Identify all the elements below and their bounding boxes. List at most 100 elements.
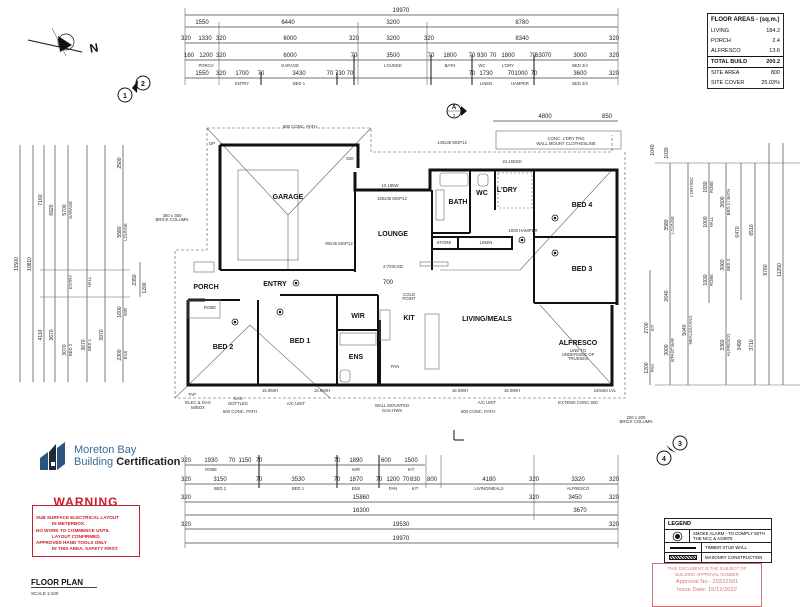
dims-top-1-1: 6440: [281, 20, 295, 26]
dims-left-labels-5: BED 1: [87, 338, 92, 351]
dims-bottom-labels-1-0: BED 2: [214, 486, 227, 491]
dims-left-5: 2500: [117, 157, 123, 168]
dims-bottom-1-9: 830: [410, 477, 421, 483]
warning-title: WARNING: [43, 496, 129, 508]
legend: LEGEND SMOKE ALARM - TO COMPLY WITH THE …: [664, 518, 772, 563]
floor-areas-rows-0-label: LIVING: [711, 28, 730, 34]
notes-lintel1: 190x35 MGP12: [377, 196, 407, 201]
dims-top-4-2: 1700: [235, 71, 249, 77]
dims-bottom-0-7: 600: [381, 458, 392, 464]
notes-beam7: 2-720CSD: [383, 264, 403, 269]
dims-bottom-0-6: 1890: [349, 458, 363, 464]
dims-bottom-1-5: 1870: [349, 477, 363, 483]
dims-top-4-7: 1730: [479, 71, 493, 77]
dims-top-3-12: 70: [530, 53, 537, 59]
dims-top-labels-0-5: L'DRY: [502, 63, 514, 68]
markers-elev2: 2: [141, 81, 145, 88]
room-ldry: L'DRY: [497, 187, 518, 194]
room-bed3: BED 3: [572, 266, 593, 273]
dims-left-2: 7160: [38, 194, 44, 205]
logo-line2a: Building: [74, 456, 117, 468]
dims-left-1: 10810: [27, 257, 33, 271]
notes-ac2: A/C UNIT: [478, 400, 497, 405]
dims-top-3-5: 3500: [386, 53, 400, 59]
masonry-wall-icon: [669, 555, 697, 560]
notes-dim-850: 850: [602, 114, 613, 120]
dims-top-2-1: 1330: [198, 36, 212, 42]
dims-right-17: 3710: [749, 339, 755, 350]
notes-cold-point: COLD: [403, 292, 415, 297]
dims-right-labels-7: MEALS/LIVING: [688, 315, 693, 344]
dims-top-2-2: 320: [216, 36, 227, 42]
dims-left-10: 3670: [81, 339, 87, 350]
room-ens: ENS: [349, 354, 364, 361]
warning-lines-2: NO WORK TO COMMENCE UNTIL: [36, 527, 110, 533]
floor-areas-rows-2-value: 13.6: [769, 48, 780, 54]
section-marker-a: A 3: [446, 103, 467, 441]
dims-bottom-labels-0-1: WIR: [352, 467, 360, 472]
floor-areas-site-1-label: SITE COVER: [711, 80, 745, 86]
dims-right-9: 1930: [703, 274, 709, 285]
legend-items-0: SMOKE ALARM - TO COMPLY WITH THE NCC & A…: [693, 531, 766, 541]
floor-areas-total-value: 200.2: [766, 59, 780, 65]
dims-left-labels-3: HALL: [87, 276, 92, 287]
warning-lines-4: APPROVED HAND TOOLS ONLY: [36, 540, 107, 546]
dims-top-4-11: 3600: [573, 71, 587, 77]
legend-items-2: MASONRY CONSTRUCTION: [705, 555, 763, 560]
notes-path-b2: 600 CONC. PATH: [461, 409, 495, 414]
notes-door820: 820: [346, 156, 354, 161]
dims-bottom-1-3: 3530: [291, 477, 305, 483]
dims-bottom-labels-1-2: ENS: [352, 486, 361, 491]
north-label: N: [89, 40, 100, 55]
notes-elec-gas: ELEC & GAS: [185, 400, 211, 405]
dims-right-labels-11: ALFRESCO: [726, 333, 731, 356]
markers-section-sheet: 3: [453, 113, 456, 118]
dims-left-4: 5700: [62, 204, 68, 215]
dims-top-labels-0-0: PORCH: [198, 63, 213, 68]
dims-bottom-labels-0-2: KIT: [408, 467, 415, 472]
floor-areas-site-0-label: SITE AREA: [711, 70, 740, 76]
legend-title: LEGEND: [665, 519, 771, 530]
dims-left-13: 1600: [117, 306, 123, 317]
logo-line2b: Certification: [116, 456, 181, 468]
eave-outline: [174, 127, 626, 399]
dims-left-labels-4: BED 2: [68, 343, 73, 356]
dims-right-labels-2: ROBE: [709, 181, 714, 193]
dims-bottom-0-0: 320: [181, 458, 192, 464]
dims-bottom-1-13: 3320: [571, 477, 585, 483]
floor-areas-rows-1-label: PORCH: [711, 38, 731, 44]
dims-top-labels-0-2: LOUNGE: [384, 63, 402, 68]
markers-section: A: [452, 105, 457, 111]
room-bed1: BED 1: [290, 338, 311, 345]
dims-top-3-8: 70: [469, 53, 476, 59]
dims-right-5: 1930: [703, 181, 709, 192]
dims-bottom-2-4: 320: [609, 495, 620, 501]
building-logo-icon: [40, 442, 65, 470]
dims-bottom-0-1: 1930: [204, 458, 218, 464]
dims-top-3-0: 160: [184, 53, 195, 59]
dims-right-12: 2640: [664, 290, 670, 301]
dims-top-3-14: 70: [545, 53, 552, 59]
dims-right-labels-10: PAN: [650, 364, 655, 372]
dims-top-2-6: 320: [424, 36, 435, 42]
logo-line1: Moreton Bay: [74, 444, 137, 456]
dims-top-4-9: 1000: [514, 71, 528, 77]
dims-top-labels-1-3: HAMPER: [511, 81, 529, 86]
fixtures: [237, 169, 533, 383]
dims-left-labels-2: ENTRY: [68, 275, 73, 289]
room-bath: BATH: [449, 199, 468, 206]
dims-right-16: 3490: [737, 339, 743, 350]
room-garage: GARAGE: [273, 194, 304, 201]
dims-top-4-1: 320: [216, 71, 227, 77]
notes-beam3: 15.060H: [262, 388, 278, 393]
notes-beam6: 18.090H: [504, 388, 520, 393]
dims-left-11: 3970: [99, 329, 105, 340]
dims-bottom-5-0: 19970: [393, 536, 410, 542]
drawing-title: FLOOR PLAN: [31, 578, 97, 588]
dims-top-1-0: 1550: [195, 20, 209, 26]
dims-top-4-10: 70: [531, 71, 538, 77]
dims-left-labels-7: WIR: [123, 308, 128, 316]
markers-elev1: 1: [123, 93, 127, 100]
dims-right-18: 1030: [664, 147, 670, 158]
